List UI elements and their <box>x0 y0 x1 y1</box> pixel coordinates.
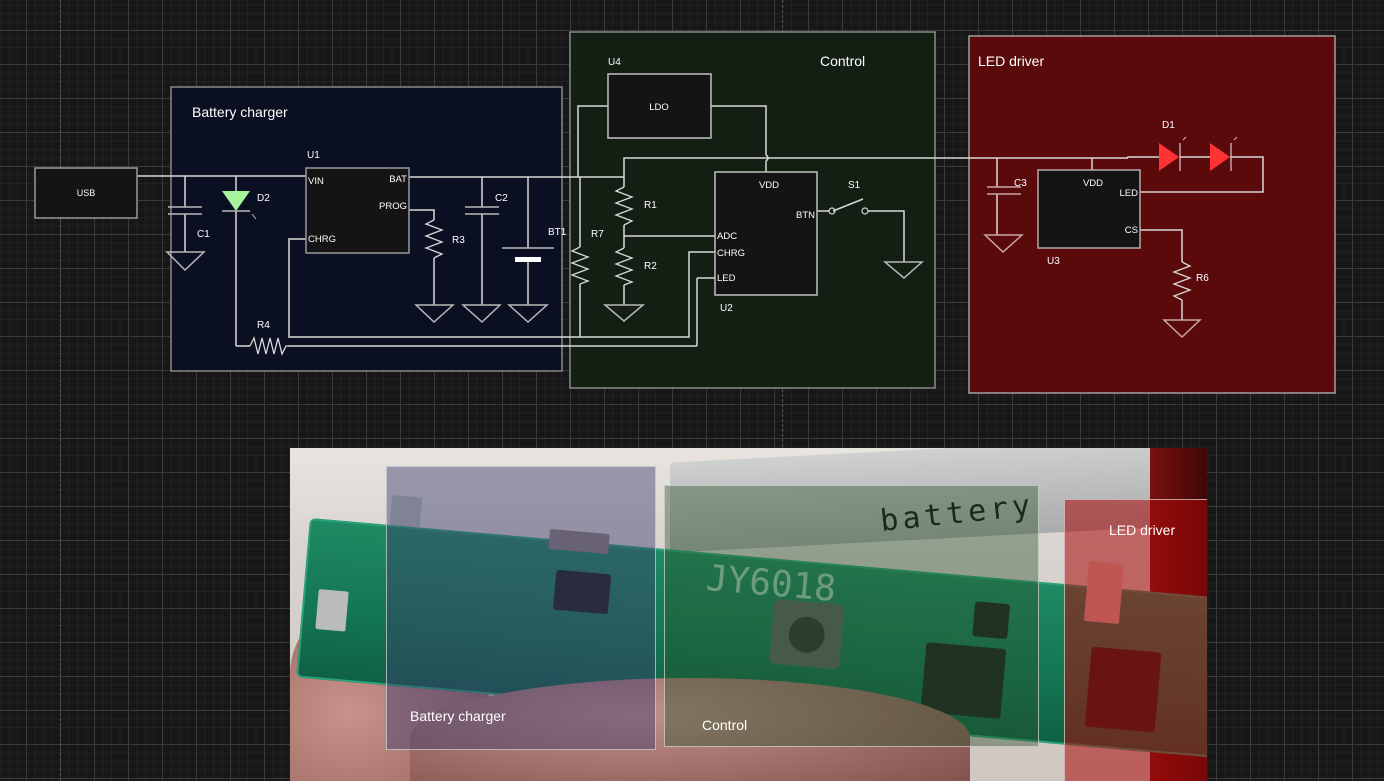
resistor-r7[interactable] <box>570 246 590 285</box>
d1-label: D1 <box>1162 120 1175 131</box>
d2-label: D2 <box>257 193 270 204</box>
u1-pin-prog: PROG <box>379 201 407 212</box>
ground-icon-c1 <box>165 251 206 272</box>
ground-icon-bt1 <box>507 304 549 324</box>
schematic-canvas[interactable]: Battery charger Control LED driver <box>0 0 1384 448</box>
ground-icon-c3 <box>983 234 1024 254</box>
ic-u4-ldo[interactable] <box>607 73 712 139</box>
capacitor-c1[interactable] <box>168 206 202 215</box>
resistor-r6[interactable] <box>1172 261 1192 301</box>
u3-pin-cs: CS <box>1125 225 1138 236</box>
overlay-battery-charger-label: Battery charger <box>410 708 506 724</box>
resistor-r2[interactable] <box>614 247 634 286</box>
overlay-control-label: Control <box>702 717 748 733</box>
u2-pin-btn: BTN <box>796 210 815 221</box>
pcb-photo[interactable]: battery JY6018 Battery charger Control L… <box>290 448 1207 781</box>
ic-u3[interactable] <box>1037 169 1141 249</box>
overlay-led-driver-label: LED driver <box>1109 522 1176 538</box>
overlay-led-driver[interactable]: LED driver <box>1064 499 1207 781</box>
led-d2[interactable] <box>222 191 257 220</box>
ground-icon-r6 <box>1162 319 1202 339</box>
guide-line-left <box>60 0 61 781</box>
block-led-driver[interactable] <box>968 35 1336 394</box>
guide-line-mid <box>782 0 783 781</box>
ground-icon-r3 <box>414 304 455 324</box>
pad-usb <box>315 589 349 632</box>
ground-icon-r2 <box>602 304 646 322</box>
r7-label: R7 <box>591 229 604 240</box>
r2-label: R2 <box>644 261 657 272</box>
u3-pin-led: LED <box>1120 188 1139 199</box>
u1-ref: U1 <box>307 150 320 161</box>
u1-pin-vin: VIN <box>308 176 324 187</box>
u2-pin-vdd: VDD <box>759 180 779 191</box>
ground-icon-s1 <box>882 261 924 279</box>
ic-u2[interactable] <box>714 171 818 296</box>
led-d1[interactable] <box>1159 136 1238 171</box>
u2-ref: U2 <box>720 303 733 314</box>
resistor-r4[interactable] <box>249 336 288 356</box>
u2-pin-chrg: CHRG <box>717 248 745 259</box>
r6-label: R6 <box>1196 273 1209 284</box>
s1-label: S1 <box>848 180 861 191</box>
c2-label: C2 <box>495 193 508 204</box>
r3-label: R3 <box>452 235 465 246</box>
resistor-r3[interactable] <box>424 219 444 259</box>
finger-bottom <box>410 678 970 781</box>
u3-pin-vdd: VDD <box>1083 178 1103 189</box>
r1-label: R1 <box>644 200 657 211</box>
u3-ref: U3 <box>1047 256 1060 267</box>
u1-pin-bat: BAT <box>389 174 407 185</box>
resistor-r1[interactable] <box>614 186 634 226</box>
ic-u1[interactable] <box>305 167 410 254</box>
u2-pin-adc: ADC <box>717 231 737 242</box>
c1-label: C1 <box>197 229 210 240</box>
wires <box>137 105 1264 347</box>
block-battery-charger-title: Battery charger <box>192 104 288 120</box>
overlay-battery-charger[interactable]: Battery charger <box>386 466 656 750</box>
battery-bt1[interactable] <box>502 247 554 262</box>
block-led-driver-title: LED driver <box>978 53 1044 69</box>
usb-label: USB <box>77 188 96 198</box>
u2-pin-led: LED <box>717 273 736 284</box>
c3-label: C3 <box>1014 178 1027 189</box>
ground-icon-c2 <box>461 304 502 324</box>
u4-label: LDO <box>649 102 669 113</box>
capacitor-c2[interactable] <box>465 206 499 215</box>
capacitor-c3[interactable] <box>987 186 1021 195</box>
r4-label: R4 <box>257 320 270 331</box>
usb-connector[interactable] <box>34 167 138 219</box>
block-control-title: Control <box>820 53 865 69</box>
switch-s1[interactable] <box>828 207 869 215</box>
u4-ref: U4 <box>608 57 621 68</box>
u1-pin-chrg: CHRG <box>308 234 336 245</box>
bt1-label: BT1 <box>548 227 567 238</box>
overlay-control[interactable]: Control <box>664 485 1039 747</box>
